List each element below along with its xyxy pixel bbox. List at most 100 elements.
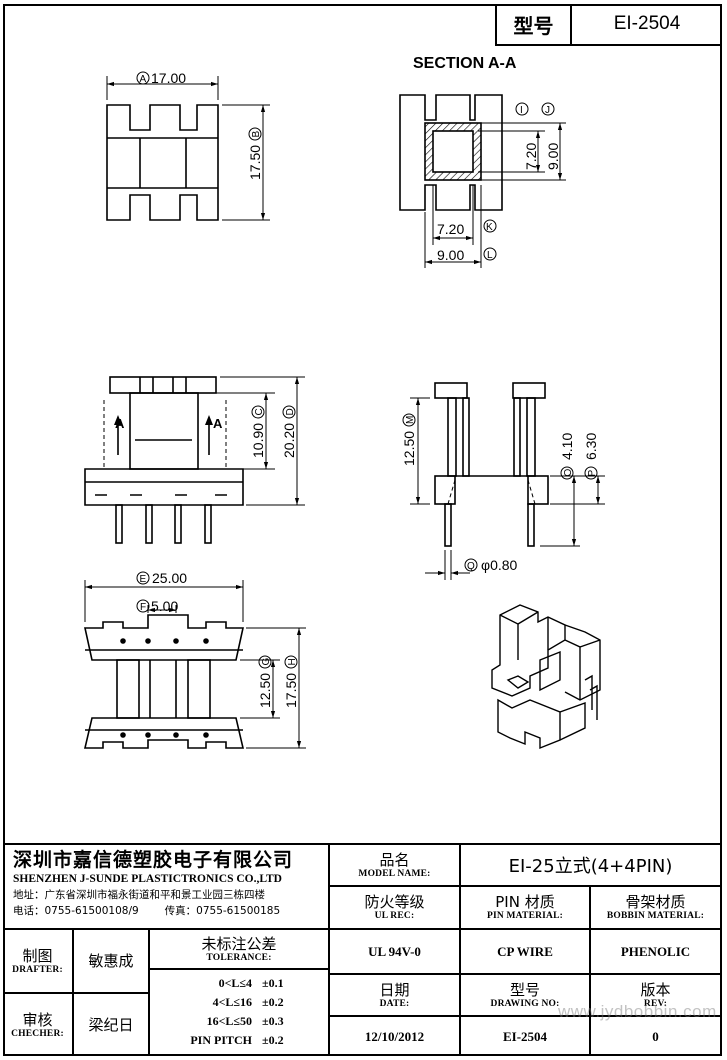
model-box-value: EI-2504 — [613, 13, 681, 34]
tolerance-range: 16<L≤50 — [206, 1014, 252, 1028]
dim-o-value: 4.10 — [559, 433, 575, 460]
drawing-no-value: EI-2504 — [461, 1017, 591, 1056]
model-name-label-cn: 品名 — [379, 850, 410, 869]
model-box-label: 型号 — [497, 4, 572, 44]
top-view — [106, 76, 270, 221]
dim-letter-q: Q — [467, 561, 475, 572]
tolerance-row: 16<L≤50 ±0.3 — [150, 1014, 328, 1033]
dim-letter-h: H — [287, 658, 298, 665]
bobbin-label-cn: 骨架材质 — [625, 893, 686, 911]
tolerance-table: 0<L≤4 ±0.1 4<L≤16 ±0.2 16<L≤50 ±0.3 PIN PIT… — [150, 972, 328, 1056]
dim-f-value: 5.00 — [151, 598, 178, 614]
dim-k-value: 7.20 — [437, 221, 464, 237]
rev-label: 版本 REV: — [591, 975, 720, 1017]
ul-label: 防火等级 UL REC: — [330, 887, 461, 930]
drafter-label: 制图 DRAFTER: — [3, 930, 74, 994]
date-label: 日期 DATE: — [330, 975, 461, 1017]
date-label-cn: 日期 — [379, 980, 410, 999]
section-title: SECTION A-A — [413, 55, 517, 72]
technical-drawing: A A SECTION A-A A 17.00 17.50 B I J 7.20… — [83, 55, 605, 750]
dim-letter-b: B — [251, 131, 262, 138]
ul-label-cn: 防火等级 — [364, 893, 425, 911]
pin-value: CP WIRE — [461, 930, 591, 975]
drawing-frame — [3, 4, 722, 1056]
rev-value: 0 — [652, 1028, 659, 1044]
drawing-no-label: 型号 DRAWING NO: — [461, 975, 591, 1017]
dim-letter-d: D — [285, 408, 296, 415]
dim-letter-c: C — [254, 408, 265, 415]
dim-e-value: 25.00 — [152, 570, 187, 586]
drafter-name: 敏惠成 — [74, 930, 150, 994]
isometric-view — [491, 604, 601, 750]
tolerance-range: 0<L≤4 — [218, 976, 252, 990]
drafter-label-en: DRAFTER: — [12, 964, 63, 975]
front-view — [84, 376, 305, 544]
company-fax: 传真：0755-61500185 — [164, 905, 281, 917]
checker-label-en: CHECHER: — [11, 1028, 64, 1039]
dim-j-value: 9.00 — [545, 143, 561, 170]
checker-name: 梁纪日 — [74, 994, 150, 1056]
company-address: 地址：广东省深圳市福永街道和平和景工业园三栋四楼 — [13, 889, 265, 901]
pin-label-en: PIN MATERIAL: — [486, 911, 564, 921]
drawing-no-label-en: DRAWING NO: — [490, 998, 560, 1009]
tolerance-block: 未标注公差 TOLERANCE: 0<L≤4 ±0.1 4<L≤16 ±0.2 16… — [150, 930, 330, 1056]
tolerance-range: 4<L≤16 — [212, 995, 252, 1009]
rev-label-cn: 版本 — [640, 980, 671, 999]
dim-h-value: 17.50 — [283, 673, 299, 708]
dim-letter-i: I — [520, 105, 523, 116]
ul-value: UL 94V-0 — [330, 930, 461, 975]
company-name-cn: 深圳市嘉信德塑胶电子有限公司 — [13, 849, 294, 871]
tolerance-row: 4<L≤16 ±0.2 — [150, 995, 328, 1014]
dim-b-value: 17.50 — [247, 145, 263, 180]
dim-d-value: 20.20 — [281, 423, 297, 458]
dim-g-value: 12.50 — [257, 673, 273, 708]
model-box: 型号 EI-2504 — [495, 4, 722, 46]
section-mark-left: A — [115, 416, 125, 431]
drafter-label-cn: 制图 — [22, 946, 53, 965]
model-name-label-en: MODEL NAME: — [358, 868, 431, 879]
model-name-value: EI-25立式(4+4PIN) — [461, 845, 720, 887]
dim-letter-g: G — [261, 658, 272, 666]
bottom-view — [83, 580, 306, 749]
dim-i-value: 7.20 — [523, 143, 539, 170]
side-view — [410, 382, 605, 580]
dim-letter-p: P — [587, 470, 598, 477]
dim-letter-l: L — [487, 250, 493, 261]
pin-label-cn: PIN 材质 — [495, 893, 555, 911]
dim-c-value: 10.90 — [250, 423, 266, 458]
dim-q-value: φ0.80 — [481, 557, 518, 573]
bobbin-label-en: BOBBIN MATERIAL: — [606, 911, 705, 921]
tolerance-value: ±0.1 — [262, 976, 284, 990]
bobbin-value: PHENOLIC — [591, 930, 720, 975]
dim-letter-k: K — [486, 222, 493, 233]
date-value: 12/10/2012 — [330, 1017, 461, 1056]
checker-label: 审核 CHECHER: — [3, 994, 74, 1056]
company-name-en: SHENZHEN J-SUNDE PLASTICTRONICS CO.,LTD — [13, 873, 282, 885]
dim-p-value: 6.30 — [583, 433, 599, 460]
watermark: www.jydbobbin.com — [558, 1002, 717, 1021]
rev-label-en: REV: — [643, 998, 668, 1009]
tolerance-label-en: TOLERANCE: — [206, 952, 272, 963]
company-phone: 电话：0755-61500108/9 — [13, 905, 139, 917]
dim-letter-o: O — [563, 469, 574, 477]
title-block: 深圳市嘉信德塑胶电子有限公司 SHENZHEN J-SUNDE PLASTICT… — [3, 843, 722, 1056]
tolerance-range: PIN PITCH — [190, 1033, 252, 1047]
dim-m-value: 12.50 — [401, 431, 417, 466]
section-view — [399, 94, 566, 268]
ul-label-en: UL REC: — [374, 911, 415, 921]
tolerance-value: ±0.3 — [262, 1014, 284, 1028]
tolerance-value: ±0.2 — [262, 1033, 284, 1047]
tolerance-value: ±0.2 — [262, 995, 284, 1009]
tolerance-row: PIN PITCH ±0.2 — [150, 1033, 328, 1052]
dim-letter-m: M — [405, 416, 416, 424]
checker-label-cn: 审核 — [22, 1010, 53, 1029]
dim-letter-a: A — [140, 74, 147, 85]
tolerance-row: 0<L≤4 ±0.1 — [150, 976, 328, 995]
tolerance-header: 未标注公差 TOLERANCE: — [150, 930, 328, 970]
date-label-en: DATE: — [379, 998, 410, 1009]
dim-letter-f: F — [140, 602, 146, 613]
company-block: 深圳市嘉信德塑胶电子有限公司 SHENZHEN J-SUNDE PLASTICT… — [3, 845, 330, 930]
pin-label: PIN 材质 PIN MATERIAL: — [461, 887, 591, 930]
dim-letter-e: E — [140, 574, 147, 585]
dim-l-value: 9.00 — [437, 247, 464, 263]
